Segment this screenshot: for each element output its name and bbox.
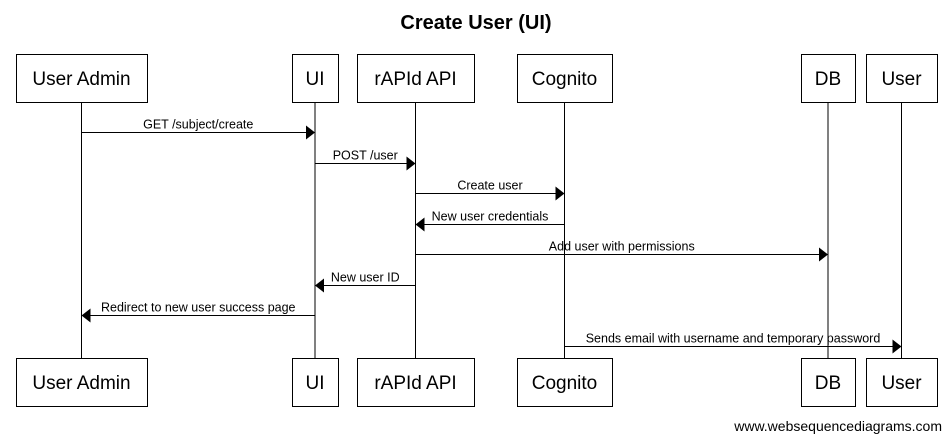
message-arrow: Sends email with username and temporary … — [564, 332, 902, 354]
footer-watermark: www.websequencediagrams.com — [733, 418, 942, 434]
message-arrow: Add user with permissions — [415, 240, 828, 262]
message-label: Add user with permissions — [549, 240, 695, 254]
actor-label: rAPId API — [374, 373, 456, 394]
actor-label: User — [881, 373, 922, 394]
actor-label: User — [881, 69, 922, 90]
arrowhead-icon — [415, 217, 425, 232]
message-arrow: New user ID — [315, 271, 416, 293]
arrowhead-icon — [81, 308, 91, 323]
actor-admin-bottom: User Admin — [16, 358, 148, 407]
actor-label: Cognito — [532, 69, 598, 90]
actor-label: DB — [815, 69, 841, 90]
message-label: New user ID — [331, 271, 400, 285]
actor-label: User Admin — [32, 373, 130, 394]
actor-label: UI — [306, 373, 325, 394]
actor-label: User Admin — [32, 69, 130, 90]
actor-db-bottom: DB — [801, 358, 856, 407]
message-label: Create user — [457, 179, 522, 193]
actor-db-top: DB — [801, 54, 856, 103]
actor-cognito-bottom: Cognito — [517, 358, 613, 407]
diagram-title: Create User (UI) — [400, 12, 551, 34]
message-label: New user credentials — [432, 210, 549, 224]
message-arrow: Create user — [415, 179, 565, 201]
arrowhead-icon — [406, 156, 416, 171]
message-arrow: New user credentials — [415, 210, 565, 232]
arrowhead-icon — [892, 339, 902, 354]
arrowhead-icon — [315, 278, 324, 293]
arrowhead-icon — [306, 125, 315, 140]
actor-api-bottom: rAPId API — [357, 358, 475, 407]
actor-box — [357, 54, 475, 103]
actor-user-bottom: User — [866, 358, 938, 407]
actor-box — [866, 54, 938, 103]
message-label: GET /subject/create — [143, 118, 253, 132]
actor-box — [292, 358, 339, 407]
actor-box — [801, 54, 856, 103]
actor-box — [517, 358, 613, 407]
arrowhead-icon — [555, 186, 565, 201]
message-label: POST /user — [333, 149, 398, 163]
actor-cognito-top: Cognito — [517, 54, 613, 103]
message-label: Redirect to new user success page — [101, 301, 296, 315]
message-label: Sends email with username and temporary … — [586, 332, 881, 346]
message-arrow: GET /subject/create — [81, 118, 315, 140]
actor-ui-bottom: UI — [292, 358, 339, 407]
actor-box — [801, 358, 856, 407]
actor-box — [16, 358, 148, 407]
actor-label: rAPId API — [374, 69, 456, 90]
actor-box — [16, 54, 148, 103]
actor-box — [517, 54, 613, 103]
actor-api-top: rAPId API — [357, 54, 475, 103]
actor-box — [357, 358, 475, 407]
actor-label: Cognito — [532, 373, 598, 394]
actor-label: UI — [306, 69, 325, 90]
actor-admin-top: User Admin — [16, 54, 148, 103]
message-arrow: POST /user — [315, 149, 416, 171]
actor-box — [866, 358, 938, 407]
actor-ui-top: UI — [292, 54, 339, 103]
actor-label: DB — [815, 373, 841, 394]
arrowhead-icon — [819, 247, 828, 262]
actor-box — [292, 54, 339, 103]
actor-user-top: User — [866, 54, 938, 103]
message-arrow: Redirect to new user success page — [81, 301, 315, 323]
